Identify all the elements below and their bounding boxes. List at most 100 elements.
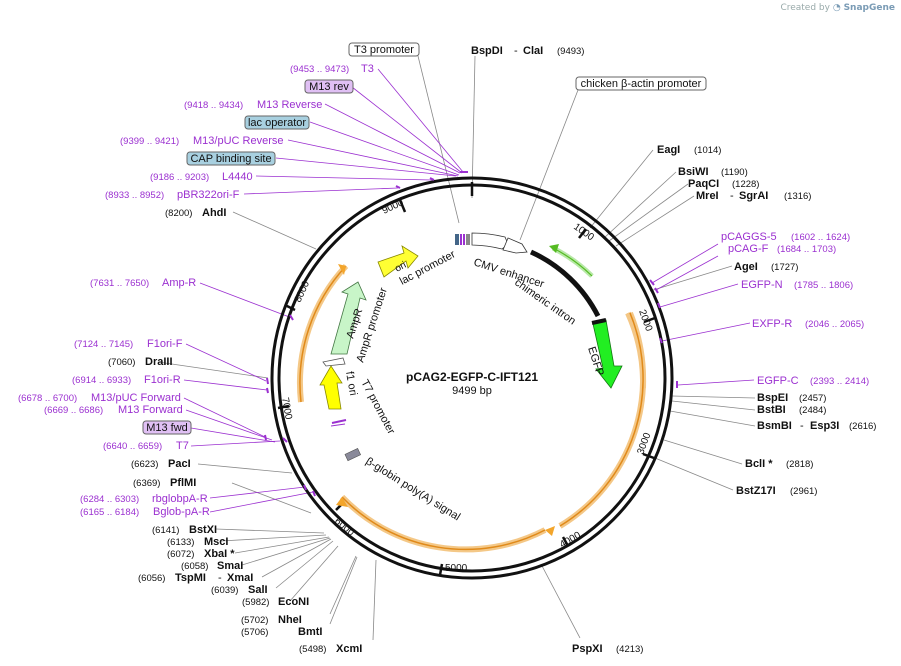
svg-text:(6369): (6369): [133, 478, 160, 489]
chimeric-intron-label: chimeric intron: [512, 277, 577, 328]
ampr-promoter-feature[interactable]: [322, 357, 346, 367]
svg-text:ClaI: ClaI: [523, 45, 543, 57]
svg-text:SalI: SalI: [248, 584, 268, 596]
svg-text:(6039): (6039): [211, 585, 238, 596]
svg-text:M13 Forward: M13 Forward: [118, 404, 183, 416]
svg-text:AhdI: AhdI: [202, 207, 226, 219]
svg-text:T7: T7: [176, 440, 189, 452]
svg-text:(6284 .. 6303): (6284 .. 6303): [80, 494, 139, 505]
svg-text:(7060): (7060): [108, 357, 135, 368]
chimeric-intron-feature[interactable]: [529, 249, 601, 318]
svg-text:(1190): (1190): [721, 167, 748, 178]
svg-text:M13 Reverse: M13 Reverse: [257, 99, 322, 111]
svg-text:BsmBI: BsmBI: [757, 420, 792, 432]
svg-text:DraIII: DraIII: [145, 356, 173, 368]
egfp-feature[interactable]: [592, 319, 623, 389]
svg-text:PspXI: PspXI: [572, 643, 603, 655]
bglobin-label: β-globin poly(A) signal: [363, 455, 462, 523]
svg-text:(5706): (5706): [241, 627, 268, 638]
svg-text:Esp3I: Esp3I: [810, 420, 839, 432]
svg-text:(6133): (6133): [167, 537, 194, 548]
orf-arrow: [545, 526, 555, 536]
boxed-labels: T3 promoter chicken β-actin promoter M13…: [142, 42, 707, 435]
svg-text:EXFP-R: EXFP-R: [752, 318, 792, 330]
svg-text:BspEI: BspEI: [757, 392, 788, 404]
t7-promoter-label: T7 promoter: [358, 378, 397, 437]
svg-text:M13/pUC Reverse: M13/pUC Reverse: [193, 135, 283, 147]
enzyme-leader-lines: [157, 55, 756, 641]
svg-text:(2393 .. 2414): (2393 .. 2414): [810, 376, 869, 387]
orf-arcs-inner: [299, 265, 644, 551]
svg-text:(4213): (4213): [616, 644, 643, 655]
svg-text:PacI: PacI: [168, 458, 191, 470]
svg-text:F1ori-F: F1ori-F: [147, 338, 183, 350]
orf-arrow-2: [336, 497, 348, 507]
svg-text:MscI: MscI: [204, 536, 228, 548]
svg-text:SgrAI: SgrAI: [739, 190, 768, 202]
svg-text:(8200): (8200): [165, 208, 192, 219]
cap-site-box: CAP binding site: [190, 153, 271, 165]
svg-text:SmaI: SmaI: [217, 560, 243, 572]
svg-text:TspMI: TspMI: [175, 572, 206, 584]
svg-text:BclI *: BclI *: [745, 458, 773, 470]
svg-text:Bglob-pA-R: Bglob-pA-R: [153, 506, 210, 518]
svg-text:XcmI: XcmI: [336, 643, 362, 655]
plasmid-name: pCAG2-EGFP-C-IFT121: [406, 370, 538, 384]
svg-text:(1785 .. 1806): (1785 .. 1806): [794, 280, 853, 291]
svg-text:(9399 .. 9421): (9399 .. 9421): [120, 136, 179, 147]
t3-promoter-box: T3 promoter: [354, 44, 414, 56]
svg-text:(8933 .. 8952): (8933 .. 8952): [105, 190, 164, 201]
svg-text:pCAG-F: pCAG-F: [728, 243, 769, 255]
svg-text:(6056): (6056): [138, 573, 165, 584]
svg-text:EGFP-N: EGFP-N: [741, 279, 783, 291]
chicken-actin-box: chicken β-actin promoter: [581, 78, 702, 90]
backbone-outer: [270, 176, 674, 580]
green-orf-arrow: [549, 244, 559, 253]
green-orf-arc: [551, 245, 594, 278]
svg-text:(1014): (1014): [694, 145, 721, 156]
svg-text:XbaI *: XbaI *: [204, 548, 235, 560]
primer-leader-lines: [183, 68, 755, 513]
svg-text:(6640 .. 6659): (6640 .. 6659): [103, 441, 162, 452]
svg-text:Amp-R: Amp-R: [162, 277, 196, 289]
ori-feature[interactable]: [377, 245, 419, 278]
chicken-actin-promoter-feature[interactable]: [502, 237, 528, 254]
svg-text:(9453 .. 9473): (9453 .. 9473): [290, 64, 349, 75]
cmv-enhancer-feature[interactable]: [471, 232, 509, 250]
svg-text:(5702): (5702): [241, 615, 268, 626]
cmv-enhancer-label: CMV enhancer: [472, 256, 546, 290]
svg-text:(2484): (2484): [799, 405, 826, 416]
m13-rev-box: M13 rev: [309, 81, 349, 93]
tick-9000: 9000: [381, 197, 406, 217]
svg-text:EGFP-C: EGFP-C: [757, 375, 799, 387]
egfp-start: [591, 318, 607, 325]
tick-5000: 5000: [445, 563, 468, 574]
svg-text:(9493): (9493): [557, 46, 584, 57]
svg-text:(1727): (1727): [771, 262, 798, 273]
svg-text:(6669 .. 6686): (6669 .. 6686): [44, 405, 103, 416]
plasmid-length: 9499 bp: [452, 385, 492, 397]
svg-text:XmaI: XmaI: [227, 572, 253, 584]
svg-text:rbglobpA-R: rbglobpA-R: [152, 493, 208, 505]
svg-text:PflMI: PflMI: [170, 477, 196, 489]
svg-text:(6165 .. 6184): (6165 .. 6184): [80, 507, 139, 518]
ampr-feature[interactable]: [330, 281, 367, 355]
svg-text:(1684 .. 1703): (1684 .. 1703): [777, 244, 836, 255]
svg-text:M13/pUC Forward: M13/pUC Forward: [91, 392, 181, 404]
svg-text:MreI: MreI: [696, 190, 719, 202]
svg-text:EcoNI: EcoNI: [278, 596, 309, 608]
credit-brand: SnapGene: [843, 3, 895, 13]
svg-text:BstBI: BstBI: [757, 404, 786, 416]
bglobin-feature[interactable]: [344, 448, 362, 462]
svg-text:NheI: NheI: [278, 614, 302, 626]
svg-text:(2818): (2818): [786, 459, 813, 470]
m13-fwd-box: M13 fwd: [146, 422, 188, 434]
primer-labels: (9453 .. 9473)T3 (9418 .. 9434)M13 Rever…: [18, 63, 869, 518]
svg-text:(5982): (5982): [242, 597, 269, 608]
svg-text:BspDI: BspDI: [471, 45, 503, 57]
f1-ori-feature[interactable]: [319, 365, 343, 410]
lac-region-marks: [455, 234, 470, 245]
svg-text:BstZ17I: BstZ17I: [736, 485, 776, 497]
svg-text:(7124 .. 7145): (7124 .. 7145): [74, 339, 133, 350]
